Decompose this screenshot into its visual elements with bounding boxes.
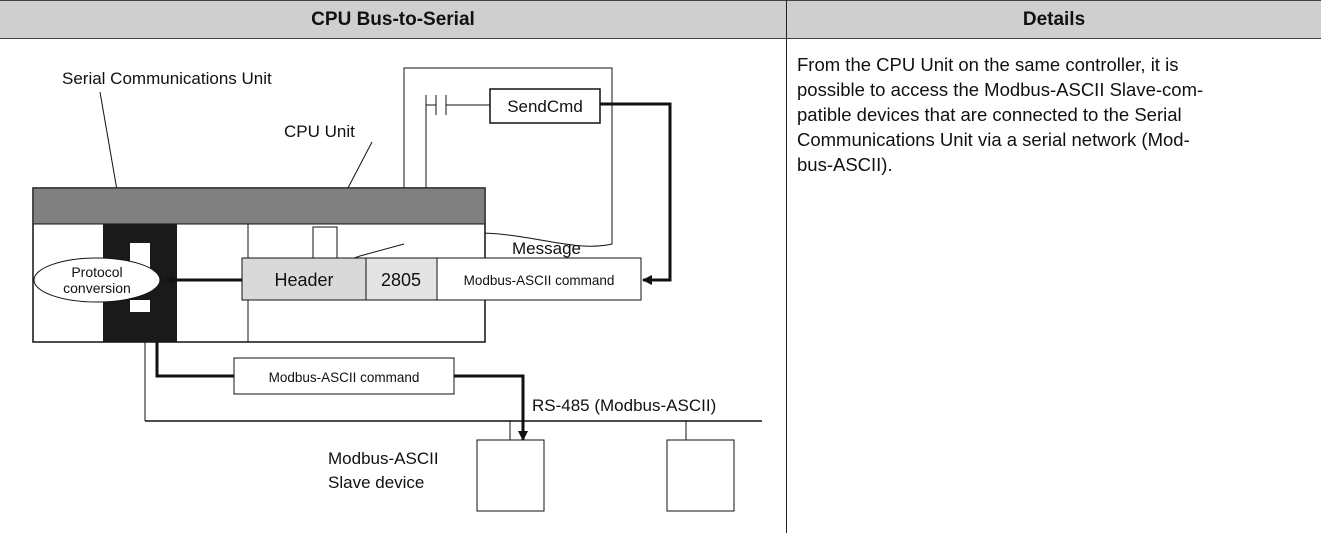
lower-command-box	[233, 357, 455, 395]
sendcmd-instruction-box	[489, 88, 601, 124]
slave-device-label-line-1: Modbus-ASCII	[328, 449, 439, 468]
message-header-cell	[241, 257, 367, 301]
protocol-conversion-line-1: Protocol	[71, 264, 122, 280]
sendcmd-to-message-arrow	[600, 102, 672, 285]
message-label: Message	[512, 239, 581, 258]
slave-device-1	[476, 439, 545, 512]
serial-unit-pointer-line	[99, 91, 119, 197]
column-header-cpu-bus-to-serial: CPU Bus-to-Serial	[0, 0, 786, 39]
column-divider	[786, 0, 787, 533]
cpu-unit-indicator	[312, 226, 338, 264]
message-code-text: 2805	[381, 270, 421, 290]
command-path-left	[155, 342, 234, 378]
serial-communications-unit-label: Serial Communications Unit	[62, 69, 272, 88]
command-to-slave-arrow	[454, 374, 528, 441]
cpu-bus-to-serial-diagram: Serial Communications Unit CPU Unit Send…	[32, 67, 762, 512]
protocol-conversion-line-2: conversion	[63, 280, 131, 296]
details-line-4: Communications Unit via a serial network…	[797, 129, 1190, 150]
details-text: From the CPU Unit on the same controller…	[797, 52, 1309, 177]
message-code-cell	[365, 257, 438, 301]
message-command-text: Modbus-ASCII command	[464, 273, 615, 288]
protocol-conversion-ellipse	[33, 257, 161, 303]
details-line-5: bus-ASCII).	[797, 154, 893, 175]
details-line-2: possible to access the Modbus-ASCII Slav…	[797, 79, 1204, 100]
rs-485-label: RS-485 (Modbus-ASCII)	[532, 396, 716, 415]
lower-command-text: Modbus-ASCII command	[269, 370, 420, 385]
slave-device-label-line-2: Slave device	[328, 473, 424, 492]
column-header-details: Details	[787, 0, 1321, 39]
details-line-3: patible devices that are connected to th…	[797, 104, 1182, 125]
details-line-1: From the CPU Unit on the same controller…	[797, 54, 1179, 75]
cpu-unit-label: CPU Unit	[284, 122, 355, 141]
slave-device-2	[666, 439, 735, 512]
rack-top-bar	[32, 187, 486, 225]
message-header-text: Header	[274, 270, 333, 290]
sendcmd-instruction-label: SendCmd	[507, 97, 583, 116]
message-command-cell	[436, 257, 642, 301]
